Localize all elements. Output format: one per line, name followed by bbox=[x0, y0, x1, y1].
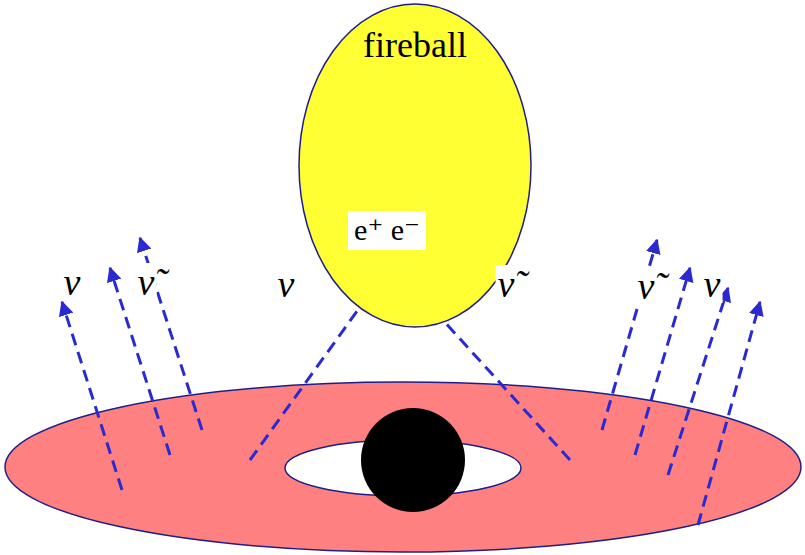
neutrino-label: ν̃ bbox=[636, 267, 657, 305]
neutrino-label: ν bbox=[702, 265, 723, 303]
neutrino-label: ν̃ bbox=[496, 265, 517, 303]
fireball-shape bbox=[299, 4, 531, 327]
neutrino-label: ν̃ bbox=[136, 263, 157, 301]
neutrino-label: ν bbox=[62, 263, 83, 301]
pair-label: e⁺ e⁻ bbox=[354, 213, 420, 248]
accretion-disk bbox=[5, 382, 801, 552]
black-hole bbox=[361, 408, 465, 512]
neutrino-label: ν bbox=[276, 265, 297, 303]
pair-box: e⁺ e⁻ bbox=[348, 211, 426, 250]
fireball-title: fireball bbox=[298, 25, 532, 66]
